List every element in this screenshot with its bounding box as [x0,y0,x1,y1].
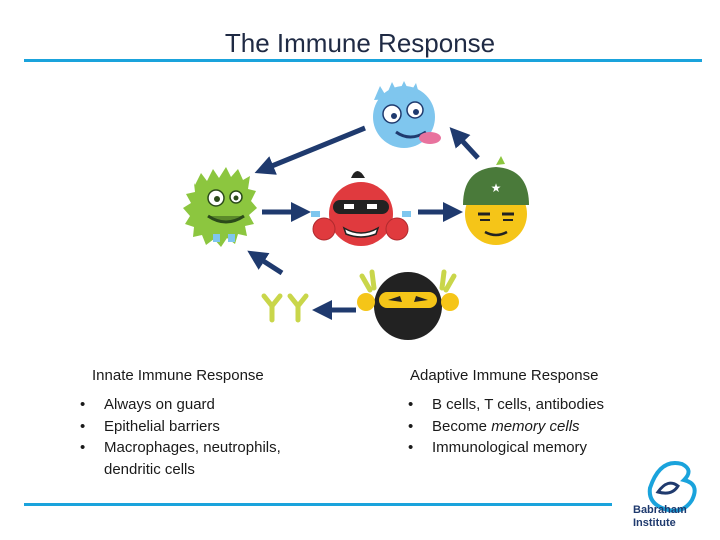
list-item: Macrophages, neutrophils, [80,437,340,459]
page-title: The Immune Response [224,28,496,58]
yellow-t-cell-character: ★ [463,156,529,245]
blue-cell-character [373,81,441,148]
list-item: Become memory cells [408,416,648,438]
list-item: Always on guard [80,394,340,416]
list-item-continuation: dendritic cells [104,460,195,478]
black-ninja-character [357,269,459,340]
adaptive-bullet-list: B cells, T cells, antibodies Become memo… [408,394,648,459]
footer-rule [24,503,612,506]
arrow-antibodies-to-green [247,250,284,276]
red-neutrophil-character [311,171,411,246]
arrow-yellow-to-blue [449,127,480,160]
adaptive-heading: Adaptive Immune Response [410,367,599,384]
antibodies-icon [261,293,309,323]
emphasis-text: memory cells [491,417,580,435]
list-item: Epithelial barriers [80,416,340,438]
list-item: Immunological memory [408,437,648,459]
logo-wordmark: Babraham Institute [633,504,687,529]
star-icon: ★ [491,181,502,195]
innate-bullet-list: Always on guard Epithelial barriers Macr… [80,394,340,480]
green-macrophage-character [183,167,257,247]
title-underline [24,59,702,62]
list-item: B cells, T cells, antibodies [408,394,648,416]
arrow-blue-to-green [254,125,366,175]
babraham-logo-icon [647,461,697,513]
innate-heading: Innate Immune Response [92,367,264,384]
